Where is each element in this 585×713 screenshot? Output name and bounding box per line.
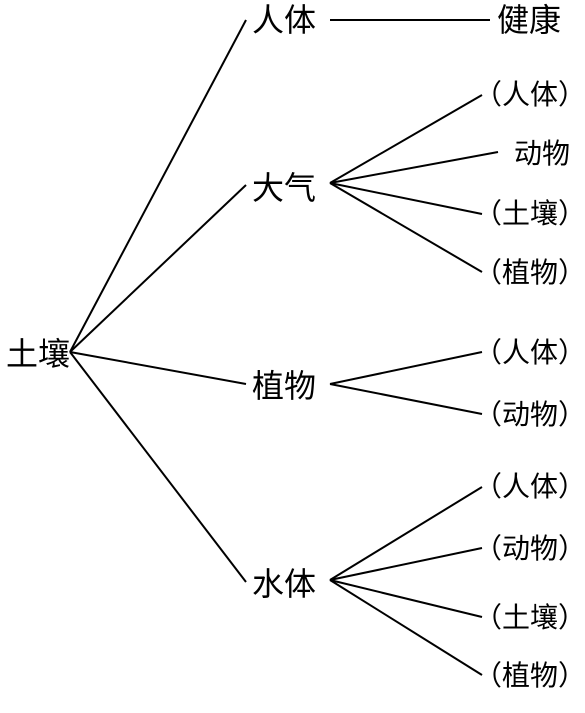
branch-node-water: 水体 (252, 565, 317, 603)
branch-node-human-body: 人体 (252, 1, 317, 39)
branch-node-plants: 植物 (252, 367, 317, 405)
edge-branch-3-child-3 (329, 579, 483, 676)
edge-root-to-branch-1 (69, 184, 247, 353)
edge-branch-2-child-1 (329, 383, 483, 415)
leaf-node-plants-human: （人体） (474, 336, 585, 369)
edge-branch-3-child-2 (329, 579, 483, 618)
leaf-node-water-human: （人体） (474, 470, 585, 503)
edge-branch-2-child-0 (329, 351, 483, 385)
edge-branch-1-child-3 (329, 182, 483, 273)
edge-branch-3-child-0 (329, 486, 483, 581)
branch-node-atmosphere: 大气 (252, 169, 317, 207)
leaf-node-water-soil: （土壤） (474, 601, 585, 634)
leaf-node-atmosphere-human: （人体） (474, 78, 585, 111)
leaf-node-atmosphere-soil: （土壤） (474, 197, 585, 230)
edge-root-to-branch-0 (69, 19, 247, 353)
leaf-node-health: 健康 (497, 1, 562, 39)
leaf-node-water-plants: （植物） (474, 659, 585, 692)
leaf-node-atmosphere-animals: 动物 (514, 137, 571, 170)
edge-root-to-branch-2 (69, 351, 247, 385)
edge-root-to-branch-3 (69, 351, 247, 583)
leaf-node-water-animals: （动物） (474, 532, 585, 565)
edge-branch-1-child-2 (329, 182, 483, 215)
edge-branch-1-child-1 (329, 151, 499, 184)
edge-branch-3-child-1 (329, 547, 483, 581)
edge-branch-1-child-0 (329, 94, 483, 184)
leaf-node-atmosphere-plants: （植物） (474, 256, 585, 289)
root-node-soil: 土壤 (6, 335, 71, 373)
leaf-node-plants-animals: （动物） (474, 398, 585, 431)
